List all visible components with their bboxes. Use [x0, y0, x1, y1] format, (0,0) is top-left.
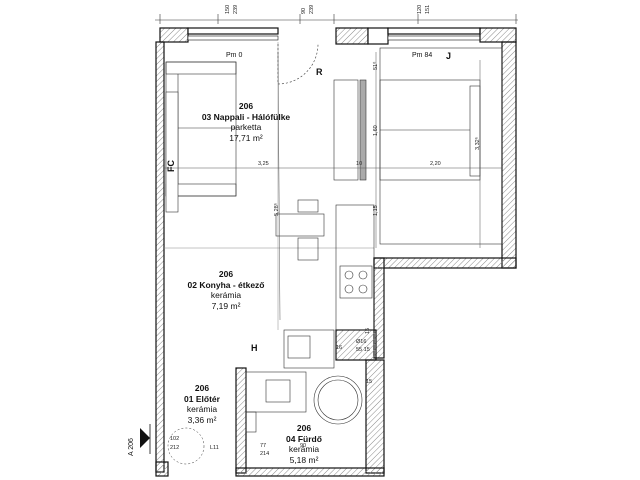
dim-15b: 15	[366, 379, 373, 385]
dim-90: 90	[300, 443, 307, 449]
dim-51: 51⁰	[373, 61, 379, 70]
dim-325: 3,25	[258, 161, 269, 167]
room-entry-number: 206	[194, 383, 210, 393]
room-bathroom-name: 04 Fürdő	[286, 433, 322, 444]
room-bathroom-number: 206	[296, 423, 312, 433]
dim-l11: L11	[210, 445, 219, 451]
tag-fc: FC	[166, 160, 176, 172]
dim-220: 2,20	[430, 161, 441, 167]
dim-160: 1,60	[373, 125, 379, 136]
dim-top-120: 120	[417, 4, 423, 14]
dim-15: 15	[365, 327, 371, 334]
level-pm0: Pm 0	[226, 52, 243, 59]
room-living-name: 03 Nappali - Hálófülke	[201, 111, 291, 122]
dim-332: 3,32⁶	[475, 137, 481, 150]
dim-77: 77	[260, 443, 267, 449]
dim-115: 1,15	[373, 205, 379, 216]
room-living-floor: parketta	[230, 122, 262, 132]
room-bathroom-floor: kerámia	[288, 444, 320, 454]
dim-top-239a: 239	[233, 4, 239, 14]
interior-lines	[164, 42, 375, 433]
tag-h: H	[251, 343, 258, 353]
room-entry-floor: kerámia	[186, 404, 218, 414]
tag-r: R	[316, 67, 323, 77]
tag-j: J	[446, 51, 452, 61]
room-kitchen-floor: kerámia	[210, 290, 242, 300]
dim-55-15: 55 15	[356, 347, 370, 353]
dim-10: 10	[356, 161, 363, 167]
tag-a206: A 206	[128, 438, 135, 456]
room-living-area: 17,71 m²	[229, 132, 263, 143]
sofa	[165, 61, 237, 213]
dim-o16: Ø16	[356, 339, 367, 345]
room-kitchen-name: 02 Konyha - étkező	[187, 279, 265, 290]
dim-top-151: 151	[425, 4, 431, 14]
room-kitchen-number: 206	[218, 269, 234, 279]
room-kitchen-area: 7,19 m²	[211, 300, 241, 311]
dim-top-90: 90	[301, 7, 307, 14]
room-bathroom: 206 04 Fürdő kerámia 5,18 m²	[286, 424, 322, 466]
dim-102: 102	[170, 436, 180, 442]
dim-212: 212	[170, 445, 180, 451]
room-living-number: 206	[238, 101, 254, 111]
dim-528: 5,28⁶	[274, 203, 280, 216]
room-entry-area: 3,36 m²	[187, 414, 217, 425]
dim-16: 16	[336, 345, 343, 351]
room-entry: 206 01 Előtér kerámia 3,36 m²	[184, 384, 220, 426]
dim-top-239b: 239	[309, 4, 315, 14]
room-entry-name: 01 Előtér	[184, 393, 220, 404]
room-kitchen: 206 02 Konyha - étkező kerámia 7,19 m²	[188, 270, 265, 312]
room-bathroom-area: 5,18 m²	[289, 454, 319, 465]
bed	[333, 47, 503, 245]
top-dimension-line	[155, 14, 518, 24]
dim-top-150: 150	[225, 4, 231, 14]
level-pm84: Pm 84	[412, 52, 433, 59]
room-living: 206 03 Nappali - Hálófülke parketta 17,7…	[202, 102, 290, 144]
entry-arrow	[140, 424, 205, 465]
dining-table	[275, 199, 325, 261]
interior-dimension-lines	[164, 51, 502, 321]
dim-214: 214	[260, 451, 270, 457]
